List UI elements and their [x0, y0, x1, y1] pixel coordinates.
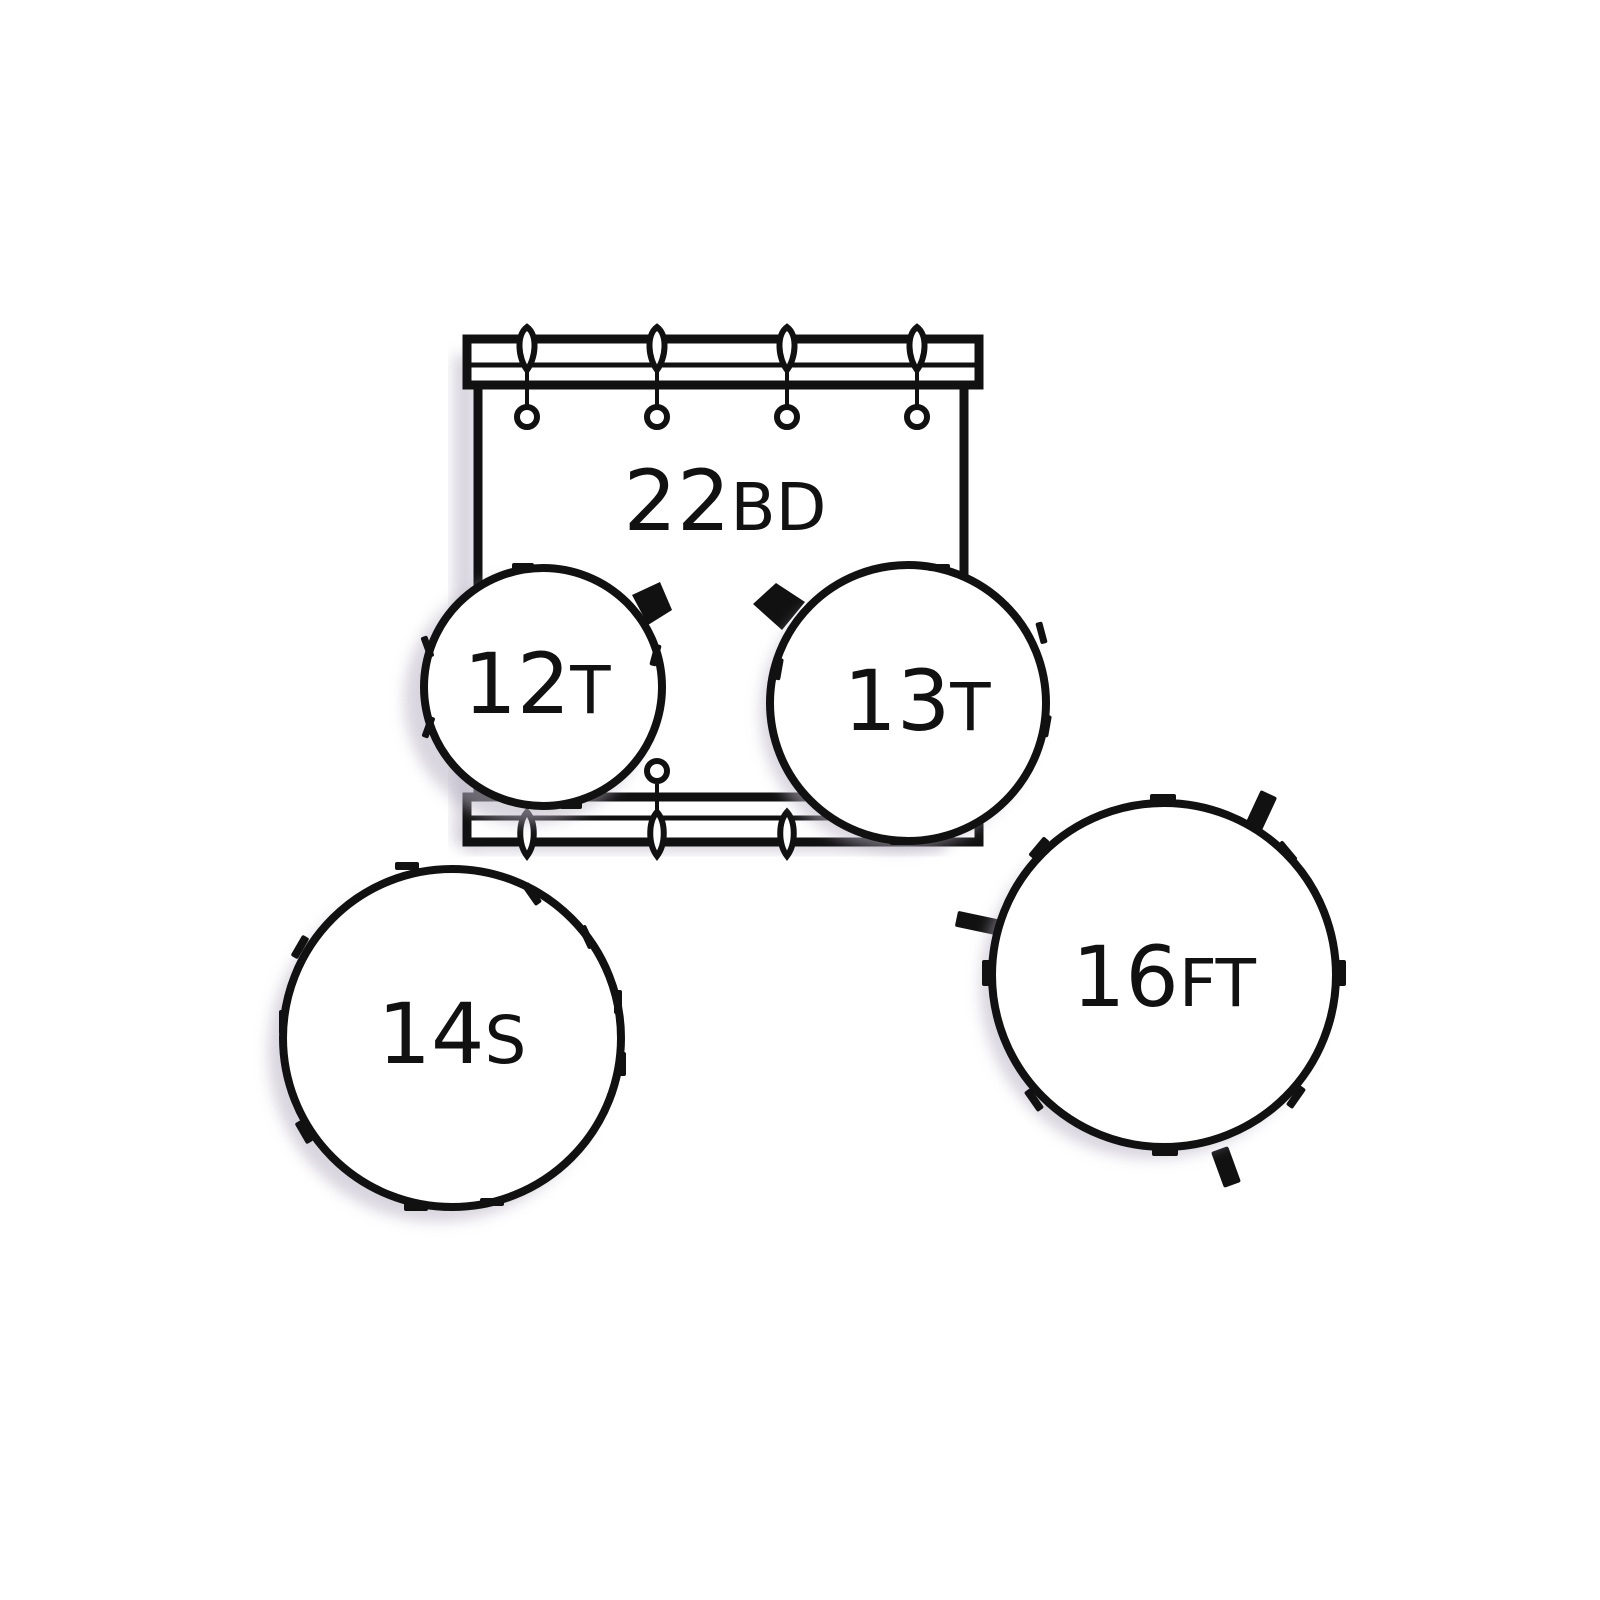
floor-tom-16-shell: [988, 799, 1340, 1151]
floor-tom-16-code: FT: [1179, 945, 1257, 1022]
floor-tom-16-legs: [955, 790, 1277, 1188]
tom-12-label: 12T: [463, 635, 611, 733]
bass-drum-label: 22BD: [624, 452, 827, 550]
tom-12-shell: [420, 564, 666, 810]
tom-13-code: T: [949, 669, 991, 746]
snare-14-shell: [279, 865, 625, 1211]
tom-13-label: 13T: [843, 652, 991, 750]
snare-14: 14S: [268, 862, 626, 1222]
tom-12-lugs: [420, 563, 662, 809]
snare-14-label: 14S: [378, 985, 527, 1083]
snare-14-size: 14: [378, 985, 485, 1083]
bass-drum-code: BD: [730, 469, 826, 546]
snare-14-code: S: [484, 1002, 526, 1079]
tom-13-mount: [753, 583, 805, 630]
tom-13-size: 13: [843, 652, 950, 750]
floor-tom-16: 16FT: [955, 790, 1346, 1188]
bass-drum-size: 22: [624, 452, 731, 550]
tom-12-size: 12: [463, 635, 570, 733]
floor-tom-16-size: 16: [1072, 928, 1179, 1026]
tom-12-mount: [632, 582, 672, 625]
snare-14-lugs: [279, 862, 626, 1211]
tom-12-code: T: [569, 652, 611, 729]
floor-tom-16-label: 16FT: [1072, 928, 1257, 1026]
bass-drum-top-hoop: [462, 334, 984, 390]
tom-13: 13T: [753, 561, 1052, 851]
tom-13-lugs: [773, 564, 1052, 845]
floor-tom-16-lugs: [982, 794, 1346, 1156]
tom-12: 12T: [404, 563, 672, 824]
bass-drum-top-lugs: [514, 323, 930, 430]
